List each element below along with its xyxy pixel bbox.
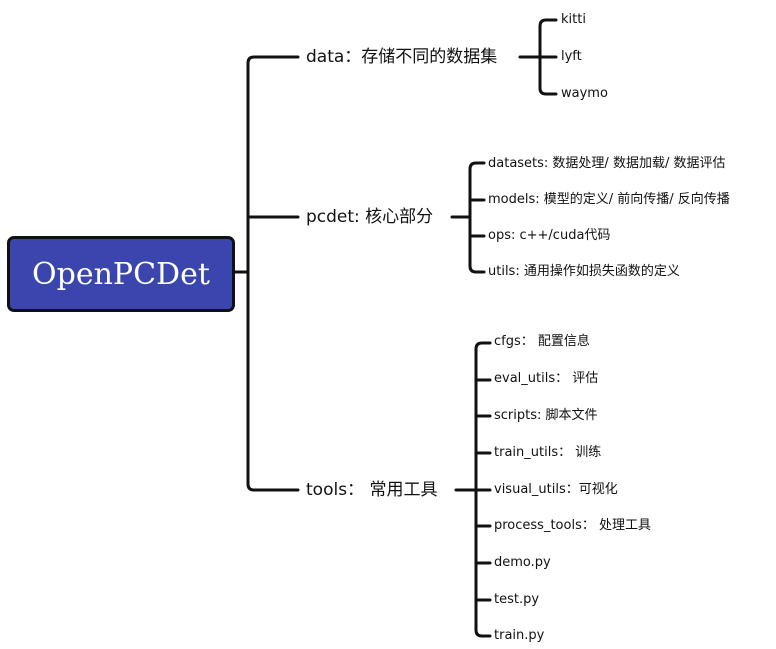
branch-pcdet-label: pcdet: 核心部分 — [306, 207, 434, 227]
leaf-visual-utils: visual_utils：可视化 — [494, 482, 618, 497]
leaf-waymo: waymo — [561, 86, 608, 101]
leaf-datasets: datasets: 数据处理/ 数据加载/ 数据评估 — [488, 156, 726, 171]
leaf-train-py: train.py — [494, 628, 545, 643]
leaf-kitti: kitti — [561, 12, 586, 27]
leaf-models: models: 模型的定义/ 前向传播/ 反向传播 — [488, 192, 730, 207]
leaf-lyft: lyft — [561, 49, 582, 64]
root-node: OpenPCDet — [7, 236, 235, 312]
leaf-scripts: scripts: 脚本文件 — [494, 408, 598, 423]
branch-data-label: data：存储不同的数据集 — [306, 47, 498, 67]
main-trunk-bracket — [246, 55, 300, 492]
leaf-demo-py: demo.py — [494, 555, 551, 570]
leaf-process-tools: process_tools： 处理工具 — [494, 518, 651, 533]
leaf-test-py: test.py — [494, 592, 540, 607]
leaf-ops: ops: c++/cuda代码 — [488, 228, 611, 243]
branch-tools-label: tools： 常用工具 — [306, 480, 438, 500]
leaf-utils: utils: 通用操作如损失函数的定义 — [488, 264, 680, 279]
leaf-eval-utils: eval_utils： 评估 — [494, 371, 599, 386]
pcdet-children-bracket — [468, 161, 486, 274]
leaf-cfgs: cfgs： 配置信息 — [494, 334, 590, 349]
leaf-train-utils: train_utils： 训练 — [494, 445, 602, 460]
root-label: OpenPCDet — [32, 256, 210, 292]
